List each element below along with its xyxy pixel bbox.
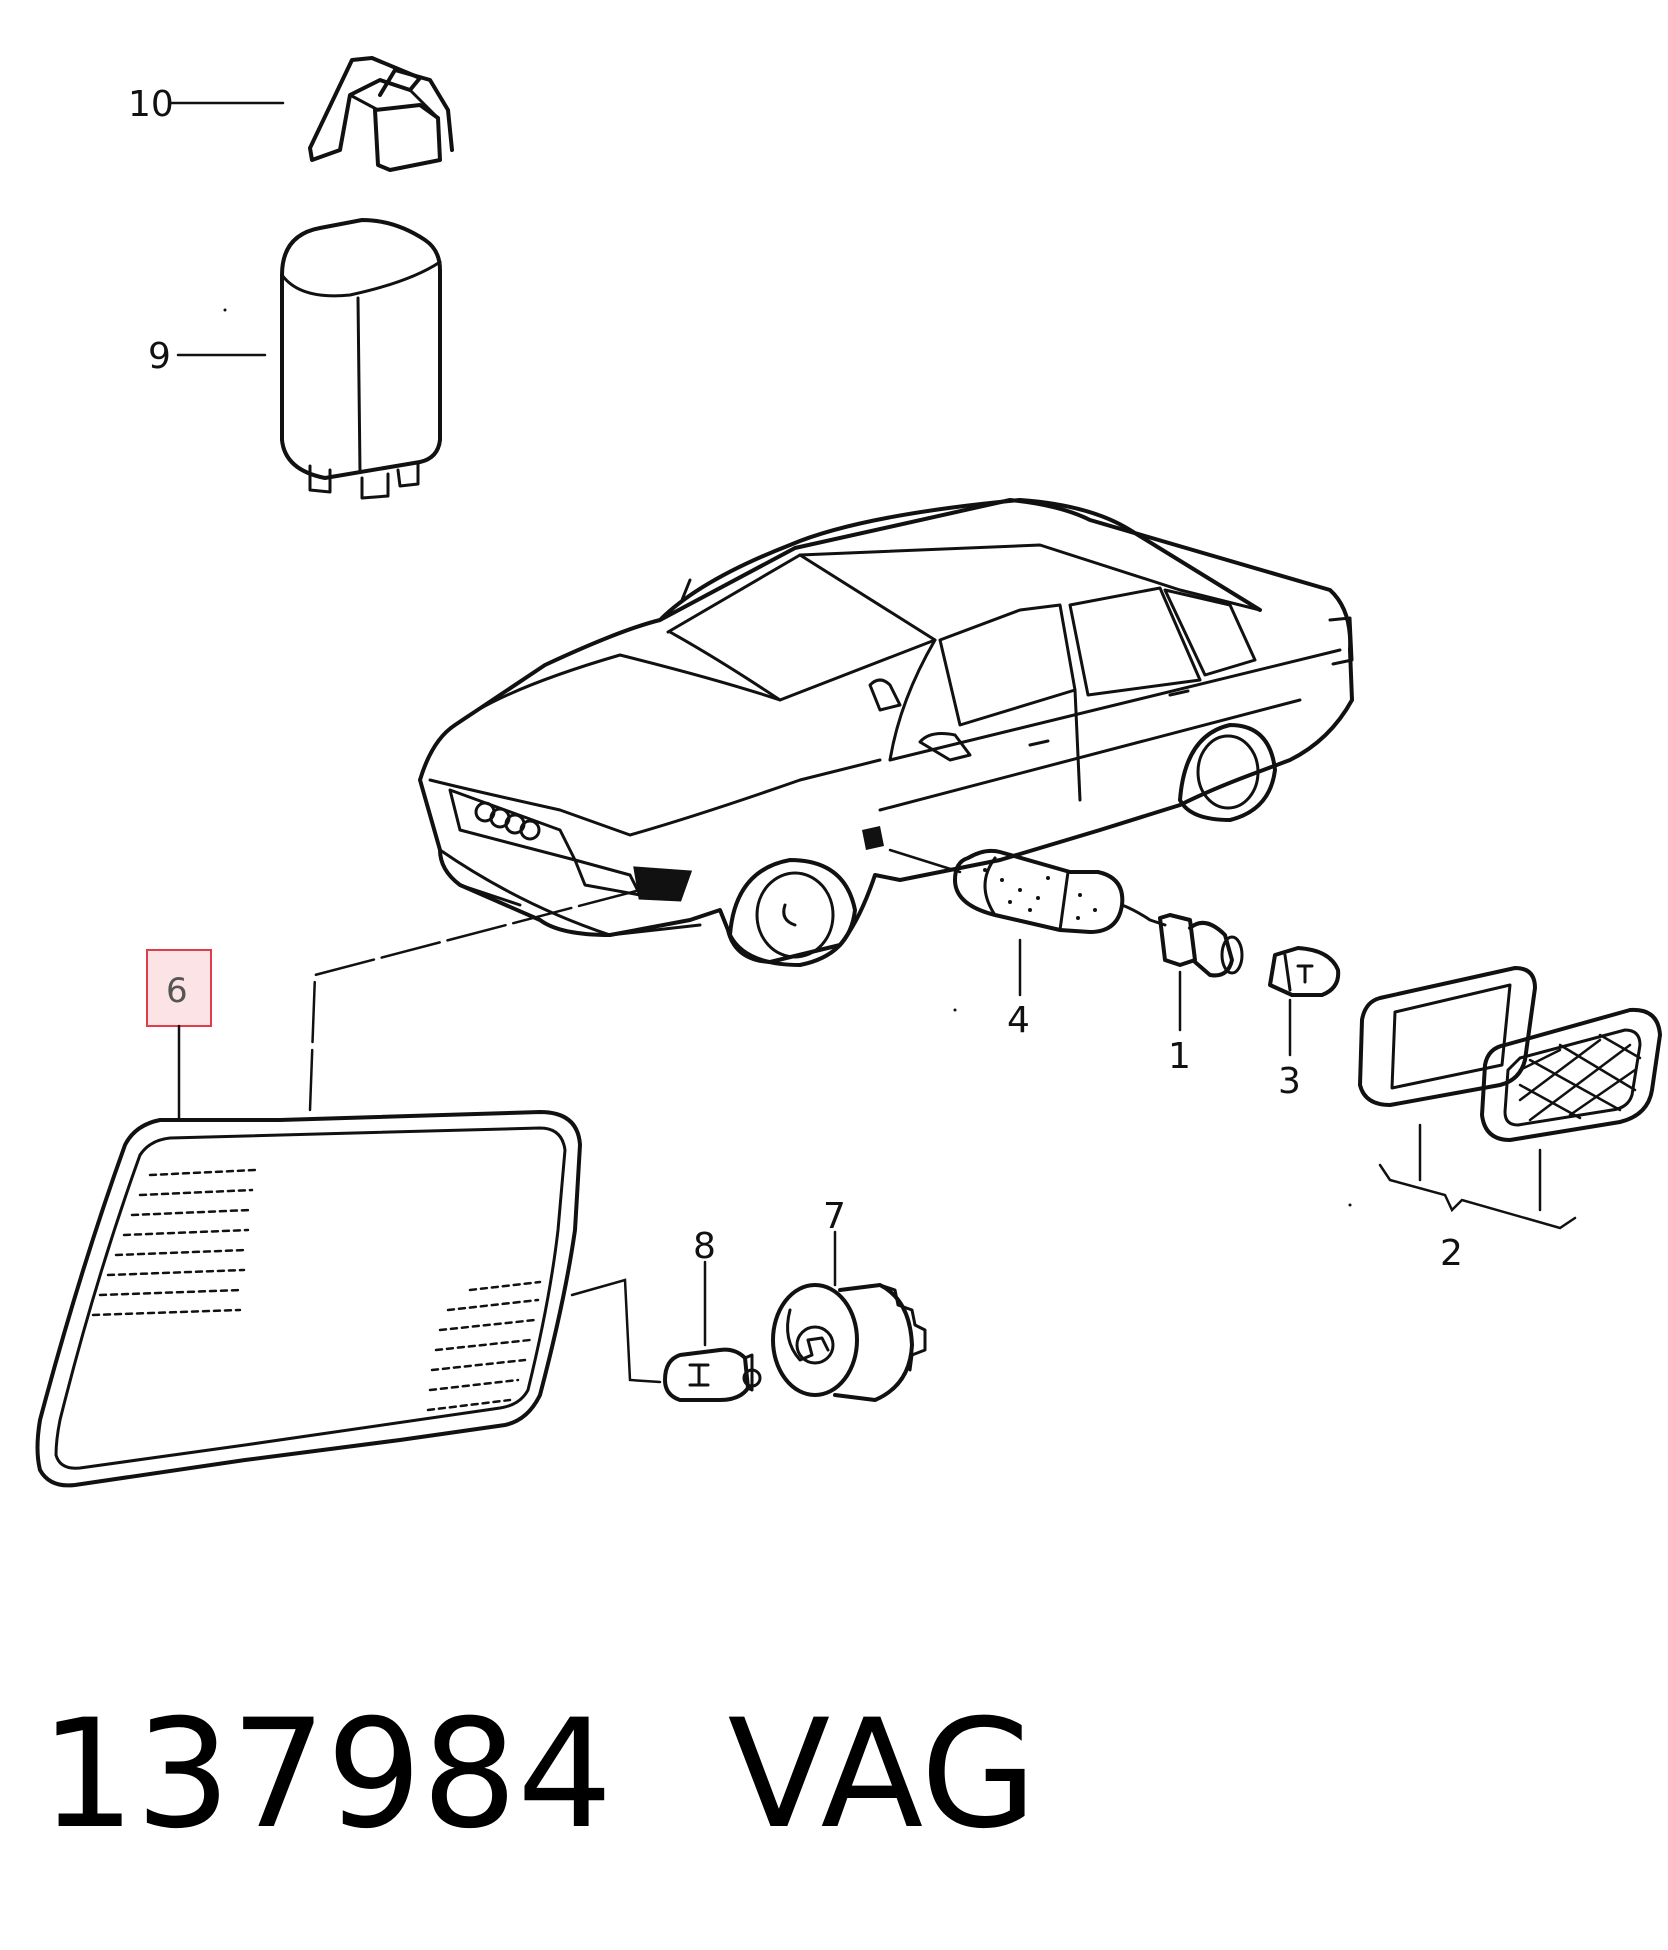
part-3-wedge-bulb[interactable] (1268, 946, 1341, 997)
part-8-bulb[interactable] (663, 1347, 762, 1402)
part-2-lens[interactable] (1480, 1007, 1662, 1142)
part-6-corner-lamp[interactable] (35, 1110, 582, 1488)
leader-lamp-to-bulb (570, 1278, 662, 1384)
part-4-marker-housing[interactable] (953, 848, 1125, 934)
callout-10[interactable]: 10 (128, 84, 174, 125)
callout-4[interactable]: 4 (1007, 1000, 1030, 1041)
part-10-clip[interactable] (308, 56, 454, 172)
lens-texture-right (426, 1280, 542, 1412)
part-1-bulb-socket[interactable] (1120, 903, 1244, 978)
brand-name: VAG (727, 1688, 1037, 1862)
callout-8[interactable]: 8 (693, 1226, 716, 1267)
leader-marker-to-car (888, 848, 962, 874)
car-illustration (418, 498, 1354, 967)
callout-6[interactable]: 6 (166, 971, 188, 1011)
callout-6-highlight (146, 949, 212, 1027)
callout-3[interactable]: 3 (1278, 1061, 1301, 1102)
leader-lamp-to-car (308, 888, 642, 1112)
part-9-relay[interactable] (280, 218, 442, 500)
part-2-gasket[interactable] (1358, 966, 1537, 1107)
callout-2-bracket (1378, 1123, 1577, 1230)
part-number: 137984 (40, 1688, 613, 1862)
part-7-lamp-socket[interactable] (771, 1283, 927, 1402)
callout-7[interactable]: 7 (823, 1196, 846, 1237)
callout-2[interactable]: 2 (1440, 1233, 1463, 1274)
lens-texture-left (91, 1168, 257, 1317)
callout-9[interactable]: 9 (148, 336, 171, 377)
callout-1[interactable]: 1 (1168, 1036, 1191, 1077)
